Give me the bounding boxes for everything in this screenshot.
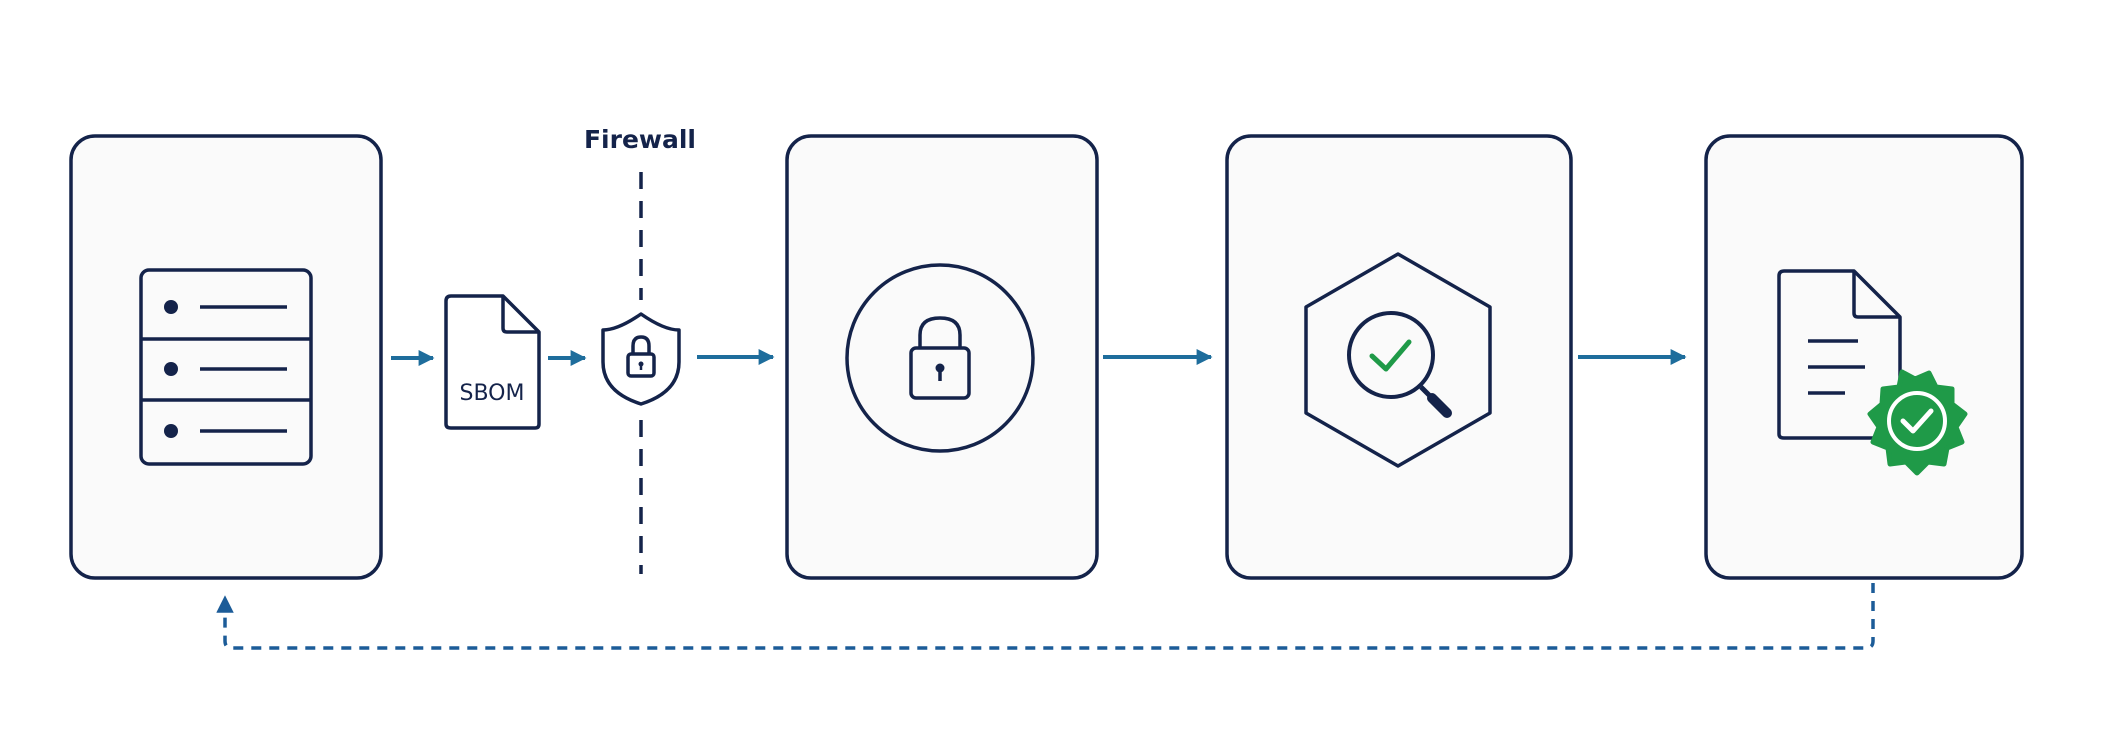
server-rack-icon — [139, 268, 313, 466]
firewall-label: Firewall — [584, 125, 696, 154]
document-verified-badge-icon — [1777, 269, 1968, 476]
sbom-label: SBOM — [460, 381, 525, 406]
stage-panel-verification — [1704, 134, 2024, 580]
stage-panel-source — [69, 134, 383, 580]
stage-panel-encryption — [785, 134, 1099, 580]
document-icon — [444, 294, 541, 430]
hexagon-magnifier-check-icon — [1304, 252, 1492, 468]
padlock-circle-icon — [845, 263, 1035, 453]
feedback-loop-arrow — [216, 583, 1875, 650]
shield-lock-icon — [601, 312, 681, 406]
